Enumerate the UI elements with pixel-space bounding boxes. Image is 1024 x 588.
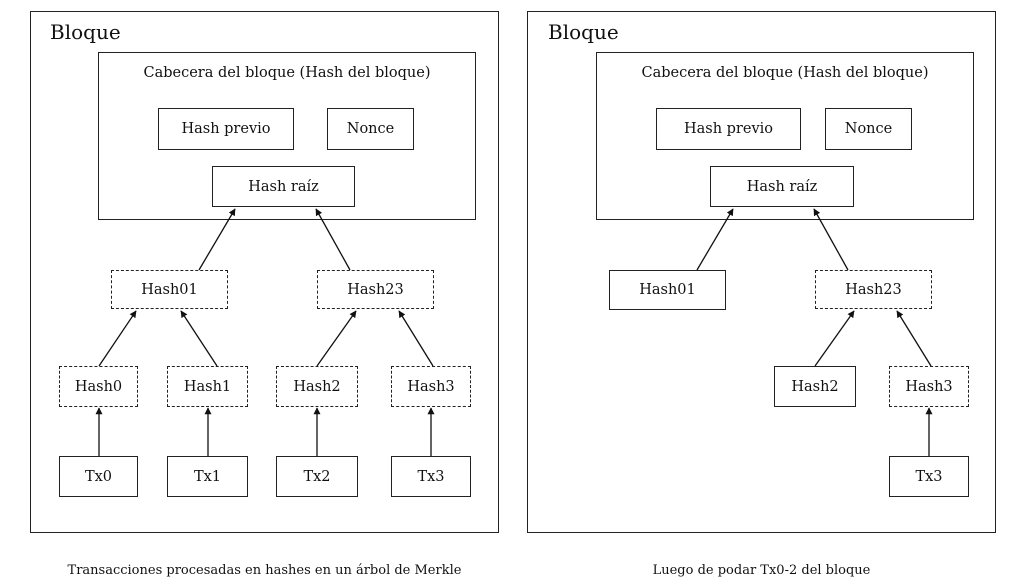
- right-hash23-node: Hash23: [815, 270, 932, 309]
- left-hash01-node: Hash01: [111, 270, 228, 309]
- left-hash2-node: Hash2: [276, 366, 358, 407]
- left-edge-hash23-to-raiz: [315, 208, 351, 271]
- left-edge-hash3-to-hash23: [398, 310, 434, 367]
- right-hash01-node: Hash01: [609, 270, 726, 310]
- right-block-header: Cabecera del bloque (Hash del bloque): [596, 52, 974, 220]
- right-hash3-node: Hash3: [889, 366, 969, 407]
- right-hash-raiz-node: Hash raíz: [710, 166, 854, 207]
- right-hash2-node: Hash2: [774, 366, 856, 407]
- right-header-title: Cabecera del bloque (Hash del bloque): [641, 65, 929, 81]
- right-block-panel: [527, 11, 996, 533]
- left-tx2-node: Tx2: [276, 456, 358, 497]
- left-hash23-node: Hash23: [317, 270, 434, 309]
- right-caption: Luego de podar Tx0-2 del bloque: [652, 563, 871, 578]
- left-block-panel: [30, 11, 499, 533]
- left-edge-hash0-to-hash01: [98, 310, 137, 367]
- left-edge-hash2-to-hash23: [316, 310, 357, 367]
- left-block-title: Bloque: [50, 20, 121, 44]
- left-nonce-node: Nonce: [327, 108, 414, 150]
- left-hash0-node: Hash0: [59, 366, 138, 407]
- left-tx3-node: Tx3: [391, 456, 471, 497]
- left-tx1-node: Tx1: [167, 456, 248, 497]
- right-edge-hash23-to-raiz: [813, 208, 849, 271]
- right-block-title: Bloque: [548, 20, 619, 44]
- right-edge-hash01-to-raiz: [696, 208, 734, 271]
- left-caption: Transacciones procesadas en hashes en un…: [67, 563, 462, 578]
- left-hash1-node: Hash1: [167, 366, 248, 407]
- left-edge-hash01-to-raiz: [198, 208, 236, 271]
- left-hash3-node: Hash3: [391, 366, 471, 407]
- right-tx3-node: Tx3: [889, 456, 969, 497]
- left-header-title: Cabecera del bloque (Hash del bloque): [143, 65, 431, 81]
- right-edge-hash3-to-hash23: [896, 310, 932, 367]
- left-hash-raiz-node: Hash raíz: [212, 166, 355, 207]
- left-block-header: Cabecera del bloque (Hash del bloque): [98, 52, 476, 220]
- left-hash-previo-node: Hash previo: [158, 108, 294, 150]
- right-nonce-node: Nonce: [825, 108, 912, 150]
- left-edge-hash1-to-hash01: [180, 310, 218, 367]
- left-tx0-node: Tx0: [59, 456, 138, 497]
- right-edge-hash2-to-hash23: [814, 310, 855, 367]
- right-hash-previo-node: Hash previo: [656, 108, 801, 150]
